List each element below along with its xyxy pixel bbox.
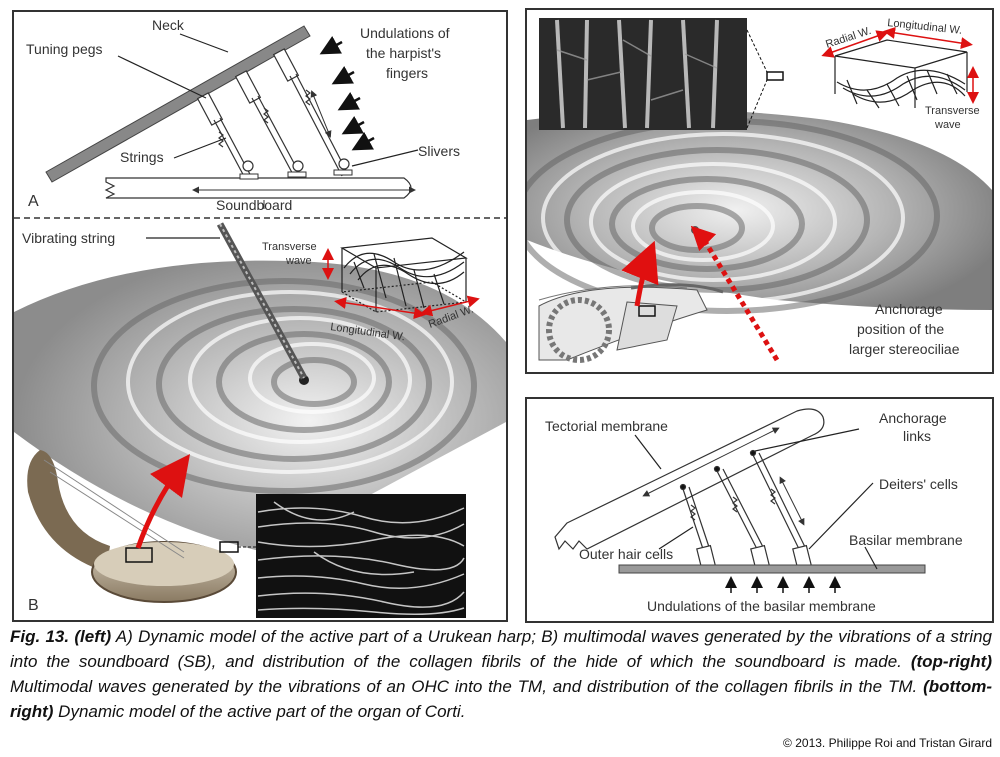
zoom-arrow-left bbox=[135, 453, 190, 549]
label-tuning-pegs: Tuning pegs bbox=[26, 41, 103, 57]
caption-part3: Dynamic model of the active part of the … bbox=[53, 702, 466, 721]
basilar-arrows bbox=[725, 576, 841, 593]
soundboard-wave-surface bbox=[14, 260, 506, 552]
figure-panel-top-right: Radial W. Longitudinal W. Transverse wav… bbox=[525, 8, 994, 374]
stereocilia-line bbox=[700, 236, 780, 362]
panel-letter-b: B bbox=[28, 597, 39, 614]
label-anchorage-3: larger stereociliae bbox=[849, 341, 960, 357]
neck-bar bbox=[45, 25, 311, 183]
label-anchorage-1: Anchorage bbox=[875, 301, 943, 317]
label-strings: Strings bbox=[120, 149, 164, 165]
caption-fig-label: Fig. 13. (left) bbox=[10, 627, 112, 646]
label-tectorial-membrane: Tectorial membrane bbox=[545, 418, 668, 434]
label-soundboard: Soundboard bbox=[216, 197, 292, 213]
tm-wave-diagram: Radial W. Longitudinal W. Transverse wav… bbox=[527, 17, 992, 363]
finger-arrows bbox=[319, 35, 375, 151]
basilar-membrane bbox=[618, 564, 926, 574]
wave-mode-box-right bbox=[834, 39, 968, 109]
outer-hair-cells bbox=[679, 449, 812, 570]
label-slivers: Slivers bbox=[418, 143, 460, 159]
label-neck: Neck bbox=[152, 17, 185, 33]
panel-letter-a: A bbox=[28, 193, 39, 210]
label-vibrating-string: Vibrating string bbox=[22, 230, 115, 246]
copyright-notice: © 2013. Philippe Roi and Tristan Girard bbox=[783, 736, 992, 750]
label-outer-hair-cells: Outer hair cells bbox=[579, 546, 673, 562]
caption-part1: A) Dynamic model of the active part of a… bbox=[10, 627, 992, 671]
organ-of-corti-sketch bbox=[538, 283, 724, 363]
figure-panel-left: Neck Tuning pegs Undulations of the harp… bbox=[12, 10, 508, 622]
caption-bottom-right-label: (bottom-right) bbox=[10, 677, 992, 721]
collagen-fibrils-inset bbox=[219, 494, 466, 618]
label-undulations-2: the harpist's bbox=[366, 45, 441, 61]
figure-caption: Fig. 13. (left) A) Dynamic model of the … bbox=[10, 624, 992, 724]
figure-panel-bottom-right: Tectorial membrane Anchorage links Deite… bbox=[525, 397, 994, 623]
label-undulations-basilar: Undulations of the basilar membrane bbox=[647, 598, 876, 614]
corti-dynamic-model: Tectorial membrane Anchorage links Deite… bbox=[545, 408, 963, 614]
label-wave-right: wave bbox=[934, 119, 961, 131]
caption-part2: Multimodal waves generated by the vibrat… bbox=[10, 677, 924, 696]
caption-top-right-label: (top-right) bbox=[910, 652, 992, 671]
harp-photo bbox=[27, 450, 237, 603]
label-undulations-3: fingers bbox=[386, 65, 428, 81]
label-anchorage-links-1: Anchorage bbox=[879, 410, 947, 426]
soundboard bbox=[104, 177, 412, 199]
label-basilar-membrane: Basilar membrane bbox=[849, 532, 963, 548]
stereocilia-sem-inset bbox=[539, 18, 784, 130]
label-anchorage-2: position of the bbox=[857, 321, 944, 337]
harp-strings bbox=[196, 48, 350, 181]
label-transverse-left: Transverse bbox=[262, 241, 317, 253]
label-transverse-right: Transverse bbox=[925, 105, 980, 117]
zoom-arrow-right bbox=[621, 240, 659, 307]
tm-wave-surface bbox=[527, 110, 992, 314]
label-deiters-cells: Deiters' cells bbox=[879, 476, 958, 492]
label-wave-left: wave bbox=[285, 255, 312, 267]
label-anchorage-links-2: links bbox=[903, 428, 931, 444]
label-undulations-1: Undulations of bbox=[360, 25, 450, 41]
harp-diagram: Neck Tuning pegs Undulations of the harp… bbox=[14, 17, 506, 618]
